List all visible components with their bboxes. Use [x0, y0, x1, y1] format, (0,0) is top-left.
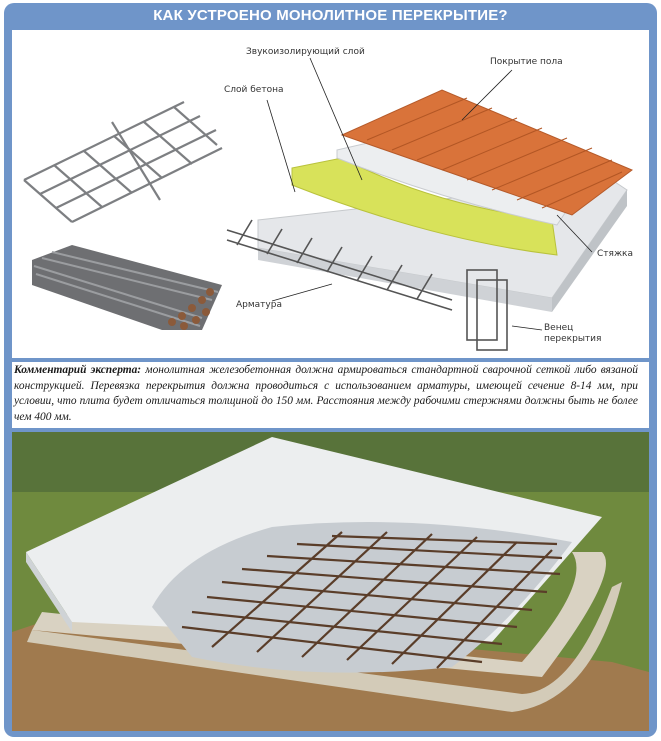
label-screed: Стяжка	[597, 249, 633, 259]
comment-lead: Комментарий эксперта:	[14, 364, 142, 376]
label-crown-line2: перекрытия	[544, 334, 602, 344]
label-crown-line1: Венец	[544, 323, 574, 333]
comment-panel	[12, 362, 649, 428]
page-title: КАК УСТРОЕНО МОНОЛИТНОЕ ПЕРЕКРЫТИЕ?	[153, 7, 508, 24]
comment-text: монолитная железобетонная должна армиров…	[14, 364, 639, 423]
label-concrete-layer: Слой бетона	[224, 85, 284, 95]
label-sound-layer: Звукоизолирующий слой	[246, 47, 365, 57]
welded-mesh-image	[23, 101, 223, 223]
slab-diagram-panel: Звукоизолирующий слой Покрытие пола Слой…	[12, 30, 649, 358]
label-floor-cover: Покрытие пола	[490, 57, 563, 67]
rebar-bundle-image	[32, 245, 222, 330]
foundation-illustration-panel	[12, 432, 649, 731]
slab-diagram-illustration	[23, 57, 633, 351]
infographic-frame: КАК УСТРОЕНО МОНОЛИТНОЕ ПЕРЕКРЫТИЕ?	[4, 3, 657, 737]
label-rebar: Арматура	[236, 300, 282, 310]
expert-comment: Комментарий эксперта: монолитная железоб…	[14, 363, 638, 425]
slab-layers-image	[226, 57, 633, 351]
foundation-slab-image	[12, 432, 649, 731]
